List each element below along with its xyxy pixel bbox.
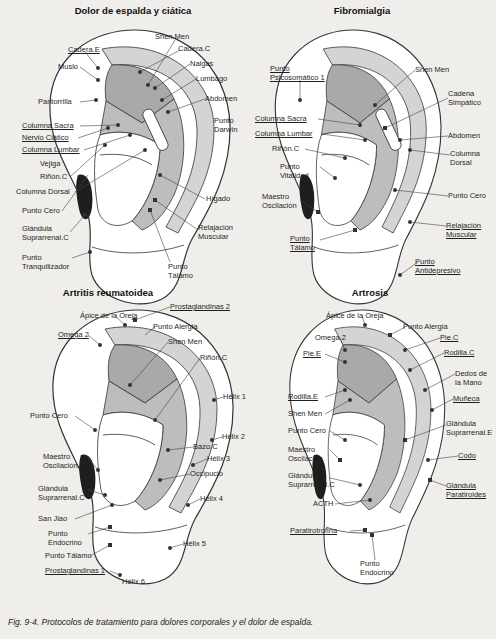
point-label: Omega 2 <box>58 331 89 340</box>
point-label: Punto Darwin <box>214 117 254 134</box>
point-label: San Jiao <box>38 515 67 524</box>
point-label: Ápice de la Oreja <box>80 312 138 321</box>
point-label: Hélix 6 <box>122 578 145 587</box>
point-label: Abdomen <box>205 95 237 104</box>
point-label: Hélix 2 <box>222 433 245 442</box>
spine-band <box>374 108 403 153</box>
panel-title: Artrosis <box>352 287 388 298</box>
point-label: Punto Endocrino <box>360 560 402 577</box>
point-label: Paratirotrofina <box>290 527 337 536</box>
point-label: Riñón.C <box>40 173 67 182</box>
point-label: Shen Men <box>155 33 189 42</box>
point-label: Ápice de la Oreja <box>326 312 384 321</box>
point-label: Cadera.E <box>68 46 100 55</box>
point-label: Nervio Ciático <box>22 134 69 143</box>
point-label: Maestro Oscilación <box>43 453 88 470</box>
point-label: Cadena Simpático <box>448 90 488 107</box>
figure-caption: Fig. 9-4. Protocolos de tratamiento para… <box>8 617 490 627</box>
point-label: Punto Tálamo <box>168 263 208 280</box>
point-label: Punto Cero <box>30 412 68 421</box>
point-label: Hélix 5 <box>183 540 206 549</box>
point-label: Pantorrilla <box>38 98 72 107</box>
point-label: Nalgas <box>190 60 213 69</box>
point-label: Cadera.C <box>178 45 210 54</box>
point-label: Muslo <box>58 63 78 72</box>
point-label: Hélix 4 <box>200 495 223 504</box>
point-dots <box>83 66 434 577</box>
point-label: Maestro Oscilación <box>262 193 307 210</box>
point-label: Columna Sacra <box>22 122 74 131</box>
point-label: Dedos de la Mano <box>455 370 493 387</box>
point-label: Hígado <box>206 195 230 204</box>
point-label: Punto Tálamo <box>290 235 330 252</box>
point-label: Rodilla.E <box>288 393 318 402</box>
point-label: Punto Tálamo <box>45 552 92 561</box>
point-label: Abdomen <box>448 132 480 141</box>
panel-title: Fibromialgia <box>334 5 390 16</box>
point-label: Columna Lumbar <box>22 146 80 155</box>
point-label: Shen Men <box>415 66 449 75</box>
point-label: Columna Lumbar <box>255 130 313 139</box>
point-label: Codo <box>458 452 476 461</box>
point-label: Glándula Suprarrenal.C <box>288 472 338 489</box>
point-label: Punto Psicosomático 1 <box>270 65 330 82</box>
point-label: Riñón.C <box>272 145 299 154</box>
point-label: Glándula Suprarrenal.C <box>22 225 72 242</box>
point-label: Punto Tranquilizador <box>22 254 84 271</box>
point-label: ACTH <box>313 500 333 509</box>
point-label: Rodilla.C <box>444 349 474 358</box>
point-squares <box>108 126 432 547</box>
point-label: Prostaglandinas 2 <box>170 303 230 312</box>
point-label: Punto Alergia <box>403 323 448 332</box>
leader-lines <box>62 40 458 575</box>
point-label: Muñeca <box>453 395 480 404</box>
point-label: Glándula Suprarrenal.C <box>38 485 88 502</box>
point-label: Hélix 1 <box>223 393 246 402</box>
point-label: Hélix 3 <box>207 455 230 464</box>
point-label: Columna Sacra <box>255 115 307 124</box>
panel-title: Artritis reumatoidea <box>63 287 153 298</box>
point-label: Pie.C <box>440 334 458 343</box>
point-label: Prostaglandinas 1 <box>45 567 105 576</box>
point-label: Relajación Muscular <box>446 222 494 239</box>
point-label: Punto Cero <box>22 207 60 216</box>
point-label: Omega 2 <box>315 334 346 343</box>
point-label: Maestro Oscilación <box>288 446 333 463</box>
point-label: Columna Dorsal <box>450 150 490 167</box>
point-label: Occipucio <box>190 470 223 479</box>
point-label: Shen Men <box>168 338 202 347</box>
point-label: Vejiga <box>40 160 60 169</box>
point-label: Relajación Muscular <box>198 224 248 241</box>
point-label: Bazo.C <box>193 443 218 452</box>
point-label: Pie.E <box>303 350 321 359</box>
point-label: Riñón.C <box>200 354 227 363</box>
point-label: Punto Antidepresivo <box>415 258 475 275</box>
point-label: Punto Cero <box>448 192 486 201</box>
point-label: Lumbago <box>196 75 227 84</box>
panel-title: Dolor de espalda y ciática <box>75 5 192 16</box>
point-label: Shen Men <box>288 410 322 419</box>
point-label: Punto Vitalidad <box>280 163 320 180</box>
point-label: Punto Endocrino <box>48 530 90 547</box>
point-label: Columna Dorsal <box>16 188 70 197</box>
point-label: Punto Cero <box>288 427 326 436</box>
point-label: Glándula Suprarrenal.E <box>446 420 494 437</box>
spine-band <box>141 108 170 153</box>
point-label: Glándula Paratiroides <box>446 482 494 499</box>
point-label: Punto Alergia <box>153 323 198 332</box>
